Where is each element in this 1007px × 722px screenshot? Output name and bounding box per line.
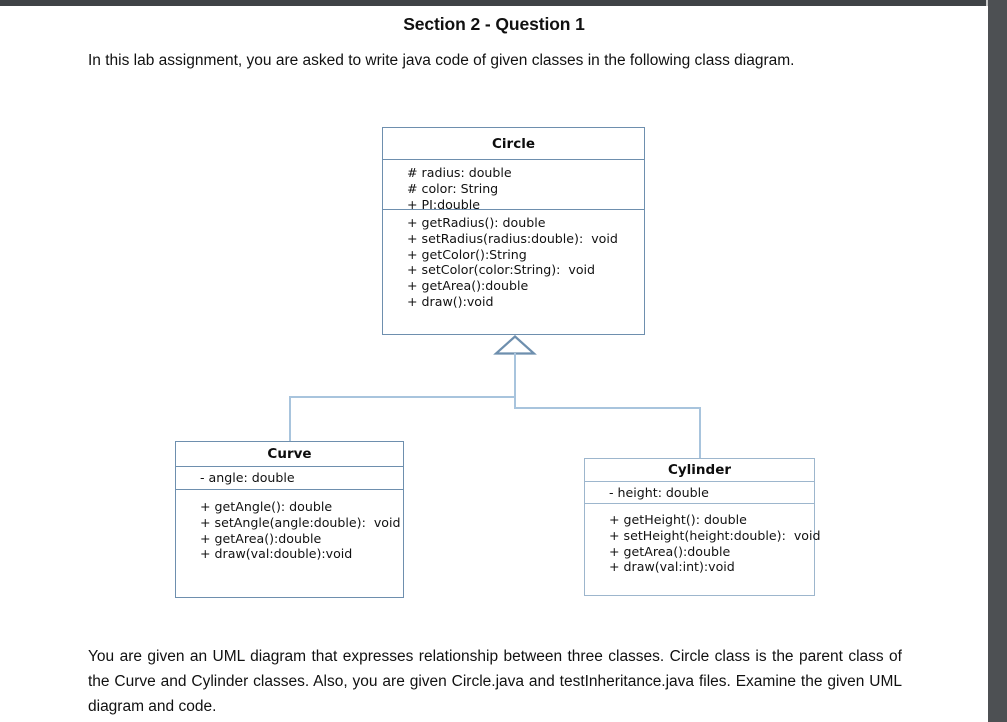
uml-method: + getArea():double <box>609 543 731 559</box>
connector-to-cylinder-horizontal <box>514 407 700 409</box>
uml-attribute: # radius: double <box>407 165 512 180</box>
uml-class-curve: Curve - angle: double + getAngle(): doub… <box>175 441 404 598</box>
uml-class-circle-name: Circle <box>492 135 535 152</box>
uml-method: + getArea():double <box>200 530 322 546</box>
uml-method: + setAngle(angle:double): void <box>200 514 401 530</box>
uml-attribute: - height: double <box>609 485 709 500</box>
uml-class-diagram: Circle # radius: double # color: String … <box>0 6 988 722</box>
right-chrome-band <box>988 0 1007 722</box>
uml-method: + getColor():String <box>407 246 527 262</box>
connector-stem <box>514 353 516 397</box>
uml-attribute: # color: String <box>407 180 499 196</box>
connector-to-cylinder-vertical <box>699 407 701 459</box>
uml-class-cylinder-methods: + getHeight(): double + setHeight(height… <box>585 503 821 597</box>
uml-method: + setHeight(height:double): void <box>609 527 821 543</box>
uml-class-curve-name: Curve <box>267 446 312 462</box>
connector-to-curve-vertical <box>289 396 291 441</box>
closing-paragraph: You are given an UML diagram that expres… <box>88 648 902 715</box>
uml-attribute: - angle: double <box>200 470 295 485</box>
connector-to-curve-horizontal <box>289 396 516 398</box>
inheritance-triangle-icon <box>493 335 537 355</box>
document-page: Section 2 - Question 1 In this lab assig… <box>0 6 988 722</box>
connector-stem-lower <box>514 396 516 408</box>
uml-method: + getArea():double <box>407 278 529 294</box>
uml-attribute: + PI:double <box>407 196 481 212</box>
uml-class-circle: Circle # radius: double # color: String … <box>382 127 645 335</box>
uml-method: + getHeight(): double <box>609 512 747 527</box>
uml-method: + getRadius(): double <box>407 215 546 230</box>
uml-class-cylinder-name: Cylinder <box>667 462 732 478</box>
uml-class-curve-attributes: - angle: double <box>176 466 403 489</box>
uml-class-circle-attributes: # radius: double # color: String + PI:do… <box>383 159 644 212</box>
uml-class-circle-methods: + getRadius(): double + setRadius(radius… <box>383 209 644 334</box>
uml-method: + draw(val:int):void <box>609 559 735 575</box>
uml-class-curve-methods: + getAngle(): double + setAngle(angle:do… <box>176 489 403 597</box>
uml-class-cylinder: Cylinder - height: double + getHeight():… <box>584 458 821 597</box>
page-title: Section 2 - Question 1 <box>403 14 585 34</box>
uml-method: + draw():void <box>407 293 494 309</box>
top-chrome-band <box>0 0 1007 6</box>
uml-method: + draw(val:double):void <box>200 546 353 562</box>
uml-method: + setColor(color:String): void <box>407 262 596 278</box>
uml-method: + getAngle(): double <box>200 499 333 514</box>
intro-paragraph: In this lab assignment, you are asked to… <box>88 52 795 69</box>
uml-method: + setRadius(radius:double): void <box>407 230 618 246</box>
uml-class-cylinder-attributes: - height: double <box>585 481 814 503</box>
